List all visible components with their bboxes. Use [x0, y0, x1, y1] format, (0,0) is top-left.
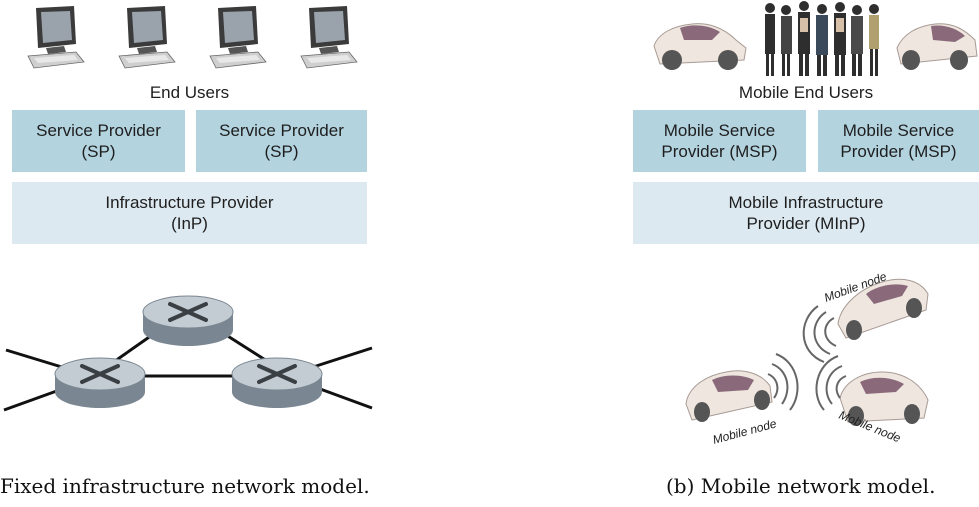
mobile-service-provider-box-left: Mobile Service Provider (MSP)	[633, 110, 806, 172]
infrastructure-provider-text: Infrastructure Provider (InP)	[105, 193, 274, 233]
mobile-caption: (b) Mobile network model.	[666, 474, 936, 498]
router-icon	[54, 357, 146, 408]
mobile-node-label-left: Mobile node	[711, 416, 778, 447]
mobile-nodes: Mobile node Mobile node Mobile node	[685, 269, 929, 447]
computer-icon	[300, 6, 358, 69]
mobile-service-provider-box-right: Mobile Service Provider (MSP)	[818, 110, 979, 172]
mobile-infrastructure-provider-box: Mobile Infrastructure Provider (MInP)	[633, 182, 979, 244]
computer-icon	[209, 6, 267, 69]
computer-icon	[118, 6, 176, 69]
car-icon	[653, 23, 747, 70]
signal-waves-icon	[767, 353, 799, 411]
service-provider-left-text: Service Provider (SP)	[36, 121, 161, 161]
signal-waves-icon	[802, 305, 837, 363]
mobile-end-users-label: Mobile End Users	[738, 83, 874, 102]
signal-waves-icon	[815, 355, 847, 411]
router-icon	[142, 295, 234, 346]
mobile-infrastructure-provider-text: Mobile Infrastructure Provider (MInP)	[728, 193, 884, 233]
car-icon	[896, 23, 978, 70]
mobile-service-provider-left-text: Mobile Service Provider (MSP)	[661, 121, 778, 161]
service-provider-box-left: Service Provider (SP)	[12, 110, 185, 172]
router-network	[3, 295, 373, 412]
service-provider-box-right: Service Provider (SP)	[196, 110, 367, 172]
car-icon	[837, 278, 929, 340]
service-provider-right-text: Service Provider (SP)	[219, 121, 344, 161]
computer-icon	[27, 6, 85, 69]
infrastructure-provider-box: Infrastructure Provider (InP)	[12, 182, 367, 244]
mobile-service-provider-right-text: Mobile Service Provider (MSP)	[840, 121, 957, 161]
router-icon	[231, 357, 323, 408]
people-group-icon	[765, 1, 879, 76]
car-icon	[839, 371, 929, 426]
end-users-label: End Users	[149, 83, 230, 102]
fixed-caption: Fixed infrastructure network model.	[0, 474, 370, 498]
car-icon	[685, 370, 773, 422]
